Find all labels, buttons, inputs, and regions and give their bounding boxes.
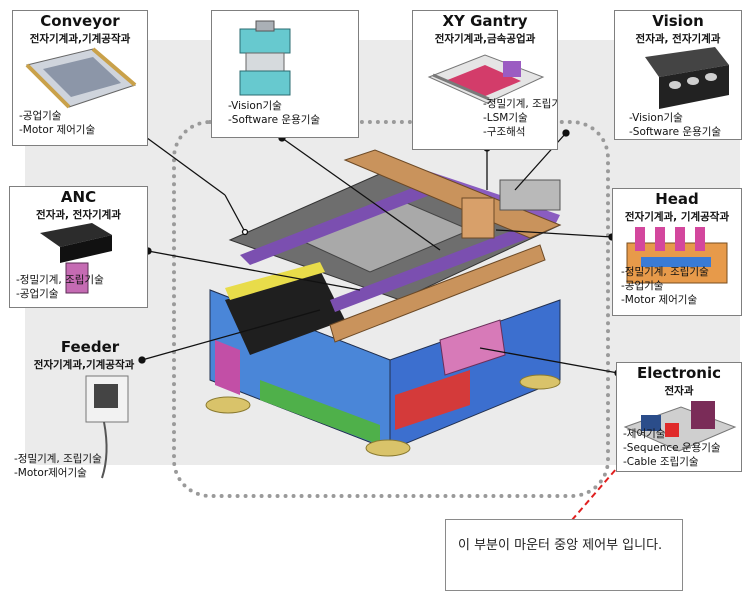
conveyor-card: Conveyor 전자기계과,기계공작과 -공업기술 -Motor 제어기술 bbox=[12, 10, 148, 146]
electronic-skill: -Sequence 운용기술 bbox=[623, 442, 721, 454]
feeder-depts: 전자기계과,기계공작과 bbox=[33, 359, 135, 371]
vision-skill: -Software 운용기술 bbox=[629, 126, 722, 138]
xy-gantry-title: XY Gantry bbox=[442, 12, 528, 30]
feeder-title: Feeder bbox=[60, 338, 120, 356]
anc-image bbox=[40, 223, 112, 294]
machine-rail-front bbox=[240, 185, 430, 265]
head-skill: -정밀기계, 조립기술 bbox=[621, 266, 709, 278]
electronic-card: Electronic 전자과 -제어기술 -Sequence 운용기술 -Cab… bbox=[616, 362, 742, 472]
vision-software-card: -Vision기술 -Software 운용기술 bbox=[211, 10, 359, 138]
head-image bbox=[626, 227, 728, 284]
head-card: Head 전자기계과, 기계공작과 -정밀기계, 조립기술 -공업기술 -Mot… bbox=[612, 188, 742, 316]
vision-skills: -Vision기술 -Software 운용기술 bbox=[629, 111, 721, 139]
xy-gantry-image bbox=[427, 54, 545, 104]
machine-gantry-beam bbox=[329, 244, 546, 343]
xy-gantry-card: XY Gantry 전자기계과,금속공업과 -정밀기계, 조립기술 -LSM기술… bbox=[412, 10, 558, 150]
machine-green-panel bbox=[260, 380, 380, 445]
anc-skill: -정밀기계, 조립기술 bbox=[16, 274, 104, 286]
head-skill: -Motor 제어기술 bbox=[621, 294, 698, 306]
conveyor-skills: -공업기술 -Motor 제어기술 bbox=[19, 109, 95, 137]
feeder-image bbox=[85, 375, 129, 479]
electronic-skill: -제어기술 bbox=[623, 428, 666, 440]
electronic-title: Electronic bbox=[636, 364, 722, 382]
connector-electronic bbox=[479, 347, 619, 374]
connector-anc bbox=[147, 250, 361, 291]
xy-gantry-skills: -정밀기계, 조립기술 -LSM기술 -구조해석 bbox=[483, 97, 557, 139]
conveyor-depts: 전자기계과,기계공작과 bbox=[29, 33, 131, 45]
conveyor-skill: -Motor 제어기술 bbox=[19, 124, 96, 136]
xy-gantry-depts: 전자기계과,금속공업과 bbox=[434, 33, 536, 45]
central-control-note: 이 부분이 마운터 중앙 제어부 입니다. bbox=[445, 519, 683, 591]
anc-depts: 전자과, 전자기계과 bbox=[36, 209, 121, 221]
connector-vision-sw bbox=[281, 137, 441, 251]
conveyor-image bbox=[25, 47, 137, 109]
head-depts: 전자기계과, 기계공작과 bbox=[624, 211, 730, 223]
feeder-skill: -Motor제어기술 bbox=[14, 467, 87, 479]
note-pointer-line bbox=[571, 467, 618, 521]
machine-foot bbox=[519, 374, 561, 390]
machine-head-block bbox=[461, 197, 495, 239]
machine-electronics-box bbox=[439, 319, 506, 376]
vision-image bbox=[645, 47, 729, 109]
vision-card: Vision 전자과, 전자기계과 -Vision기술 -Software 운용… bbox=[614, 10, 742, 140]
connector-feeder bbox=[141, 309, 321, 361]
xy-gantry-skill: -LSM기술 bbox=[483, 112, 528, 124]
conveyor-title: Conveyor bbox=[40, 12, 120, 30]
feeder-skill: -정밀기계, 조립기술 bbox=[14, 453, 102, 465]
xy-gantry-skill: -정밀기계, 조립기술 bbox=[483, 98, 557, 110]
vision-software-skills: -Vision기술 -Software 운용기술 bbox=[228, 99, 320, 127]
electronic-skill: -Cable 조립기술 bbox=[623, 456, 699, 468]
central-dashed-region bbox=[172, 120, 610, 498]
anc-skill: -공업기술 bbox=[16, 288, 59, 300]
vision-skill: -Vision기술 bbox=[629, 112, 683, 124]
vision-software-image bbox=[239, 20, 291, 96]
electronic-image bbox=[623, 401, 737, 452]
connector-head bbox=[495, 229, 613, 238]
anc-skills: -정밀기계, 조립기술 -공업기술 bbox=[16, 273, 104, 301]
machine-foot bbox=[205, 396, 251, 414]
vision-software-skill: -Software 운용기술 bbox=[228, 114, 321, 126]
machine-rail-back bbox=[330, 220, 545, 312]
anc-card: ANC 전자과, 전자기계과 -정밀기계, 조립기술 -공업기술 bbox=[9, 186, 148, 308]
xy-gantry-skill: -구조해석 bbox=[483, 126, 526, 138]
conveyor-skill: -공업기술 bbox=[19, 110, 62, 122]
vision-title: Vision bbox=[652, 12, 704, 30]
machine-red-panel bbox=[395, 370, 470, 430]
connector-conveyor bbox=[142, 134, 226, 196]
electronic-depts: 전자과 bbox=[664, 385, 694, 397]
head-title: Head bbox=[655, 190, 699, 208]
feeder-skills: -정밀기계, 조립기술 -Motor제어기술 bbox=[14, 452, 102, 480]
machine-yellow-rail bbox=[225, 262, 325, 300]
head-skills: -정밀기계, 조립기술 -공업기술 -Motor 제어기술 bbox=[621, 265, 709, 307]
machine-side-component bbox=[499, 179, 561, 211]
machine-foot bbox=[365, 439, 411, 457]
machine-magenta-panel bbox=[215, 340, 240, 395]
vision-depts: 전자과, 전자기계과 bbox=[635, 33, 721, 45]
vision-software-skill: -Vision기술 bbox=[228, 100, 282, 112]
electronic-skills: -제어기술 -Sequence 운용기술 -Cable 조립기술 bbox=[623, 427, 721, 469]
anc-title: ANC bbox=[60, 188, 97, 206]
head-skill: -공업기술 bbox=[621, 280, 664, 292]
